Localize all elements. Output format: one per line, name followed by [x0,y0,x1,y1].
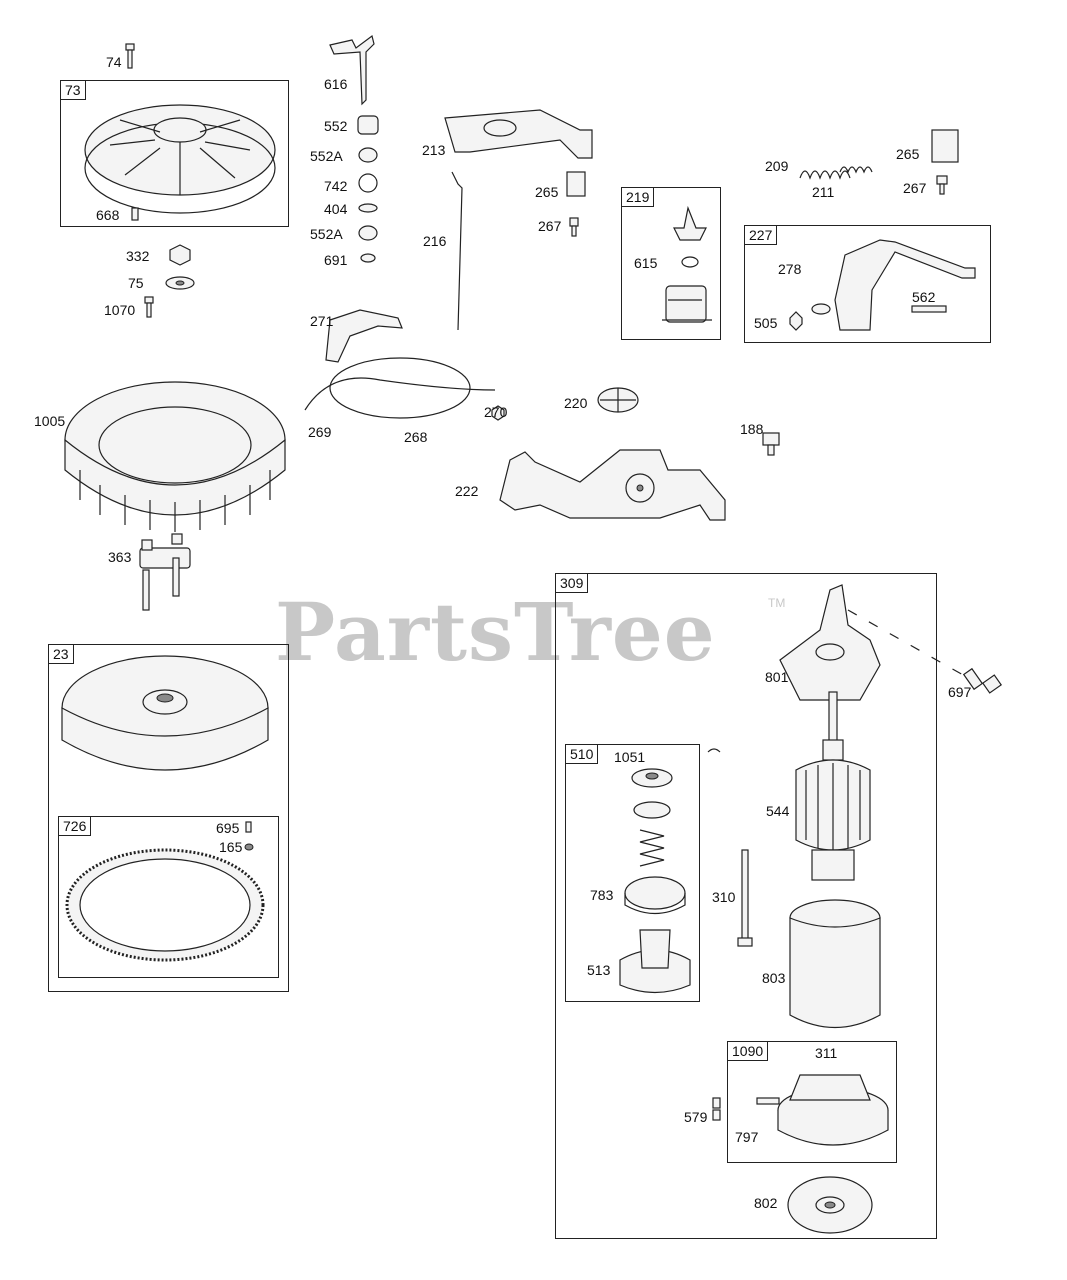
part-216-rod-drawing [451,171,463,331]
callout-363[interactable]: 363 [108,549,132,565]
box-73: 73 [60,80,289,227]
parts-270-220-drawing [491,387,639,421]
part-23-flywheel-drawing [61,655,269,771]
callout-783[interactable]: 783 [590,887,614,903]
part-697-bolt-drawing [962,667,1003,694]
callout-270[interactable]: 270 [484,404,508,420]
part-213-bracket-drawing [444,109,593,159]
part-801-bracket-drawing [779,584,973,701]
box-309-tag[interactable]: 309 [555,573,589,593]
callout-802[interactable]: 802 [754,1195,778,1211]
part-219-governor-drawing [662,205,712,323]
part-271-lever-drawing [325,309,403,363]
part-222-bracket-drawing [499,449,726,521]
callout-310[interactable]: 310 [712,889,736,905]
callout-616[interactable]: 616 [324,76,348,92]
callout-668[interactable]: 668 [96,207,120,223]
callout-213[interactable]: 213 [422,142,446,158]
parts-209-211-springs-drawing [799,129,959,195]
callout-1051[interactable]: 1051 [614,749,646,765]
callout-801[interactable]: 801 [765,669,789,685]
callout-332[interactable]: 332 [126,248,150,264]
box-23: 23 [48,644,289,992]
parts-265-267-drawing [566,171,586,237]
callout-211[interactable]: 211 [812,184,835,200]
part-1005-fan-drawing [64,381,286,532]
callout-615[interactable]: 615 [634,255,658,271]
box-1090-tag[interactable]: 1090 [727,1041,769,1061]
parts-552-stack-drawing [357,115,379,263]
callout-691[interactable]: 691 [324,252,348,268]
box-219: 219 [621,187,721,340]
callout-278[interactable]: 278 [778,261,802,277]
callout-404[interactable]: 404 [324,201,348,217]
parts-268-269-cable-drawing [304,357,496,419]
callout-697[interactable]: 697 [948,684,972,700]
callout-742[interactable]: 742 [324,178,348,194]
box-510: 510 [565,744,700,1002]
callout-552[interactable]: 552 [324,118,348,134]
callout-513[interactable]: 513 [587,962,611,978]
callout-311[interactable]: 311 [815,1045,838,1061]
box-23-tag[interactable]: 23 [48,644,74,664]
callout-803[interactable]: 803 [762,970,786,986]
part-188-bolt-drawing [762,432,780,456]
callout-271[interactable]: 271 [310,313,334,329]
part-363-bracket-drawing [139,533,191,611]
callout-75[interactable]: 75 [128,275,144,291]
callout-265-right[interactable]: 265 [896,146,920,162]
callout-188[interactable]: 188 [740,421,764,437]
callout-267-left[interactable]: 267 [538,218,562,234]
callout-216[interactable]: 216 [423,233,447,249]
callout-797[interactable]: 797 [735,1129,759,1145]
callout-544[interactable]: 544 [766,803,790,819]
part-510-drive-drawing [619,748,721,994]
part-616-shaft-drawing [329,34,375,106]
box-219-tag[interactable]: 219 [621,187,655,207]
callout-505[interactable]: 505 [754,315,778,331]
callout-267-right[interactable]: 267 [903,180,927,196]
callout-220[interactable]: 220 [564,395,588,411]
part-227-bracket-drawing [789,239,976,331]
callout-552a-upper[interactable]: 552A [310,148,343,164]
box-726-tag[interactable]: 726 [58,816,92,836]
callout-222[interactable]: 222 [455,483,479,499]
callout-265-left[interactable]: 265 [535,184,559,200]
box-73-tag[interactable]: 73 [60,80,86,100]
box-726: 726 [58,816,279,978]
part-74-bolt-drawing [125,43,135,69]
callout-1070[interactable]: 1070 [104,302,136,318]
box-1090: 1090 [727,1041,897,1163]
part-1090-brush-holder-drawing [712,1074,889,1146]
callout-165[interactable]: 165 [219,839,243,855]
box-309: 309 [555,573,937,1239]
callout-552a-lower[interactable]: 552A [310,226,343,242]
callout-579[interactable]: 579 [684,1109,708,1125]
watermark-text: PartsTree [275,585,716,679]
callout-268[interactable]: 268 [404,429,428,445]
callout-695[interactable]: 695 [216,820,240,836]
part-726-ring-gear-drawing [65,821,265,962]
callout-269[interactable]: 269 [308,424,332,440]
box-227: 227 [744,225,991,343]
callout-74[interactable]: 74 [106,54,122,70]
callout-562[interactable]: 562 [912,289,936,305]
watermark-tm: TM [768,596,786,610]
part-73-screen-drawing [84,104,276,221]
parts-332-75-1070-drawing [144,244,195,318]
part-310-bolt-drawing [737,849,753,947]
part-802-end-plate-drawing [787,1176,873,1234]
box-227-tag[interactable]: 227 [744,225,778,245]
callout-209[interactable]: 209 [765,158,789,174]
box-510-tag[interactable]: 510 [565,744,599,764]
part-544-armature-drawing [795,691,871,881]
part-803-housing-drawing [789,899,881,1029]
callout-1005[interactable]: 1005 [34,413,66,429]
